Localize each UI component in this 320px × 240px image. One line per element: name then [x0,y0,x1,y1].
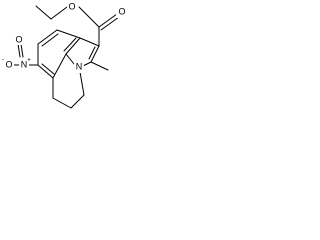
bond-c1-c2-double [90,45,100,63]
bond-oxygen-carbonyl [78,6,100,28]
bond-ch3-ch2 [35,5,52,20]
bond-c6a-c8a [52,53,67,79]
bond-c8a-c9a-inner [63,37,77,52]
bond-c5-c4 [70,94,85,109]
ring-nitrogen-label: N [76,61,83,71]
nitro-nitrogen-label: N [21,59,28,69]
bond-c2-n [82,61,92,67]
nitro-oxygen-anion-label: O [5,59,12,69]
bond-c7-c6a-inner [41,63,55,75]
bond-c9-c8-double [37,29,58,45]
bond-lines [12,5,120,109]
nitro-oxygen-double-label: O [15,34,22,44]
ester-oxygen-single-label: O [68,1,75,11]
atom-labels: O O N N + O - O [2,1,126,73]
bond-c1-c2-inner [88,46,96,60]
bond-c1-c9a [79,37,100,47]
bond-nitro-n-o-double-a [17,43,21,58]
bond-c2-methyl [90,61,109,71]
bond-carbonyl-double-a [98,13,118,28]
bond-c6-c5 [52,97,72,109]
chemical-structure-diagram: O O N N + O - O [2,1,126,109]
bond-c4-n [79,71,85,96]
ester-oxygen-double-label: O [118,6,125,16]
bond-carbonyl-double-b [100,16,120,31]
bond-c9a-c8a [65,37,81,55]
bond-n-c8a [65,53,75,65]
bond-ch2-oxygen [50,6,68,20]
nitro-nitrogen-charge: + [27,58,31,64]
bond-c9a-c9 [56,29,81,39]
nitro-oxygen-anion-charge: - [2,58,4,64]
bond-nitro-n-o-double-b [20,43,24,58]
bond-c9-c8-inner [41,33,59,47]
bond-c7-c6a-double [37,64,54,79]
